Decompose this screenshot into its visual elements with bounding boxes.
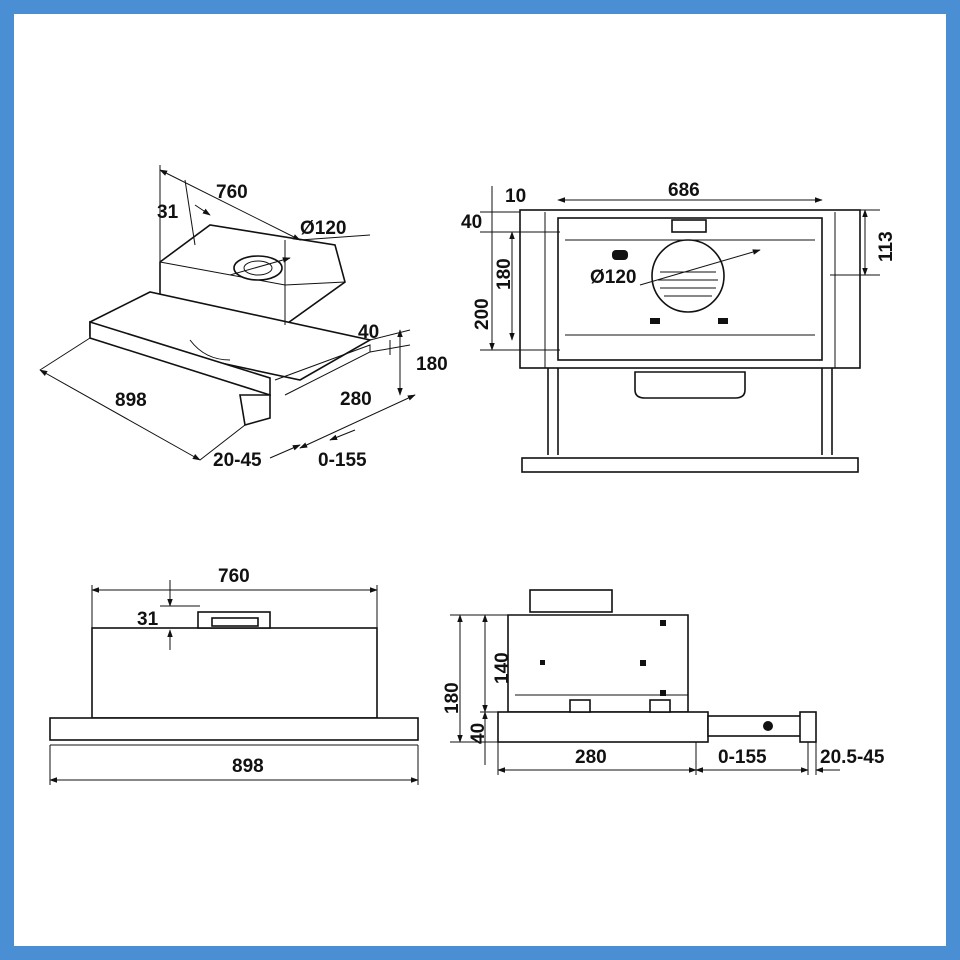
- side-duct-top: [529, 589, 613, 613]
- side-height-label: 180: [442, 682, 463, 714]
- side-depth-label: 280: [575, 747, 607, 768]
- side-base-slider: [497, 711, 709, 743]
- side-lip-label: 20.5-45: [820, 747, 885, 768]
- side-lower-label: 40: [468, 723, 489, 744]
- front-body-height-label: 200: [472, 298, 493, 330]
- isometric-view: 760 31 Ø120 40 180 898 280 20-45 0-155: [39, 165, 448, 471]
- iso-lip-label: 20-45: [213, 450, 262, 471]
- iso-duct-ring: [233, 255, 283, 281]
- iso-offset-label: 31: [157, 202, 179, 223]
- iso-duct-label: Ø120: [300, 218, 346, 239]
- iso-width-label: 760: [216, 182, 248, 203]
- side-motor-box: [507, 614, 689, 713]
- bottom-front-view: 760 31 898: [49, 566, 419, 785]
- iso-total-width-label: 898: [115, 390, 147, 411]
- front-handle: [634, 371, 746, 399]
- iso-height-label: 180: [416, 354, 448, 375]
- side-view: 180 140 40 280 0-155 20.5-45: [442, 589, 885, 775]
- front-top-depth-label: 40: [461, 212, 482, 233]
- iso-extension-label: 0-155: [318, 450, 367, 471]
- front-side-label: 113: [876, 231, 897, 262]
- bf-offset-label: 31: [137, 609, 159, 630]
- front-rail-label: 686: [668, 180, 700, 201]
- front-duct-height-label: 180: [494, 258, 515, 290]
- bf-width-label: 760: [218, 566, 250, 587]
- front-view: 10 686 40 180 200 Ø120 113: [461, 180, 897, 473]
- front-slider-panel: [521, 457, 859, 473]
- front-duct-label: Ø120: [590, 267, 636, 288]
- iso-front-depth-label: 40: [358, 322, 379, 343]
- bf-motor-box: [91, 627, 378, 719]
- side-extension-rail: [707, 715, 809, 737]
- bf-total-width-label: 898: [232, 756, 264, 777]
- iso-depth-label: 280: [340, 389, 372, 410]
- front-fan-circle: [651, 239, 725, 313]
- bf-base-panel: [49, 717, 419, 741]
- side-extension-label: 0-155: [718, 747, 767, 768]
- side-upper-label: 140: [492, 652, 513, 684]
- front-top-gap-label: 10: [505, 186, 526, 207]
